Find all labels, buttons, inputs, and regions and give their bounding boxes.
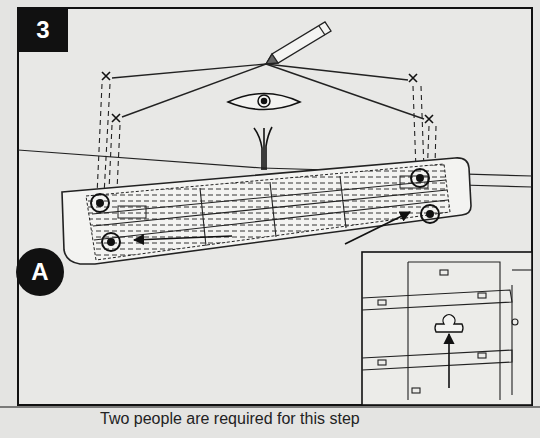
note-text: Two people are required for this step [100, 410, 360, 428]
mounting-holes [91, 169, 439, 251]
pointer-arrows [134, 212, 410, 244]
eye-symbol [228, 94, 300, 110]
step-number-box: 3 [18, 8, 68, 52]
step-label: 3 [36, 16, 49, 44]
bracket-detail-inset [362, 252, 532, 405]
marking-lines [112, 64, 424, 119]
drill-marks [102, 72, 433, 123]
pencil-icon [266, 22, 331, 64]
step-label: A [31, 258, 48, 286]
heater-body [62, 158, 471, 264]
separator-rule [0, 406, 540, 407]
step-frame [18, 8, 532, 405]
power-cable [254, 127, 272, 170]
callout-circle: A [16, 248, 64, 296]
